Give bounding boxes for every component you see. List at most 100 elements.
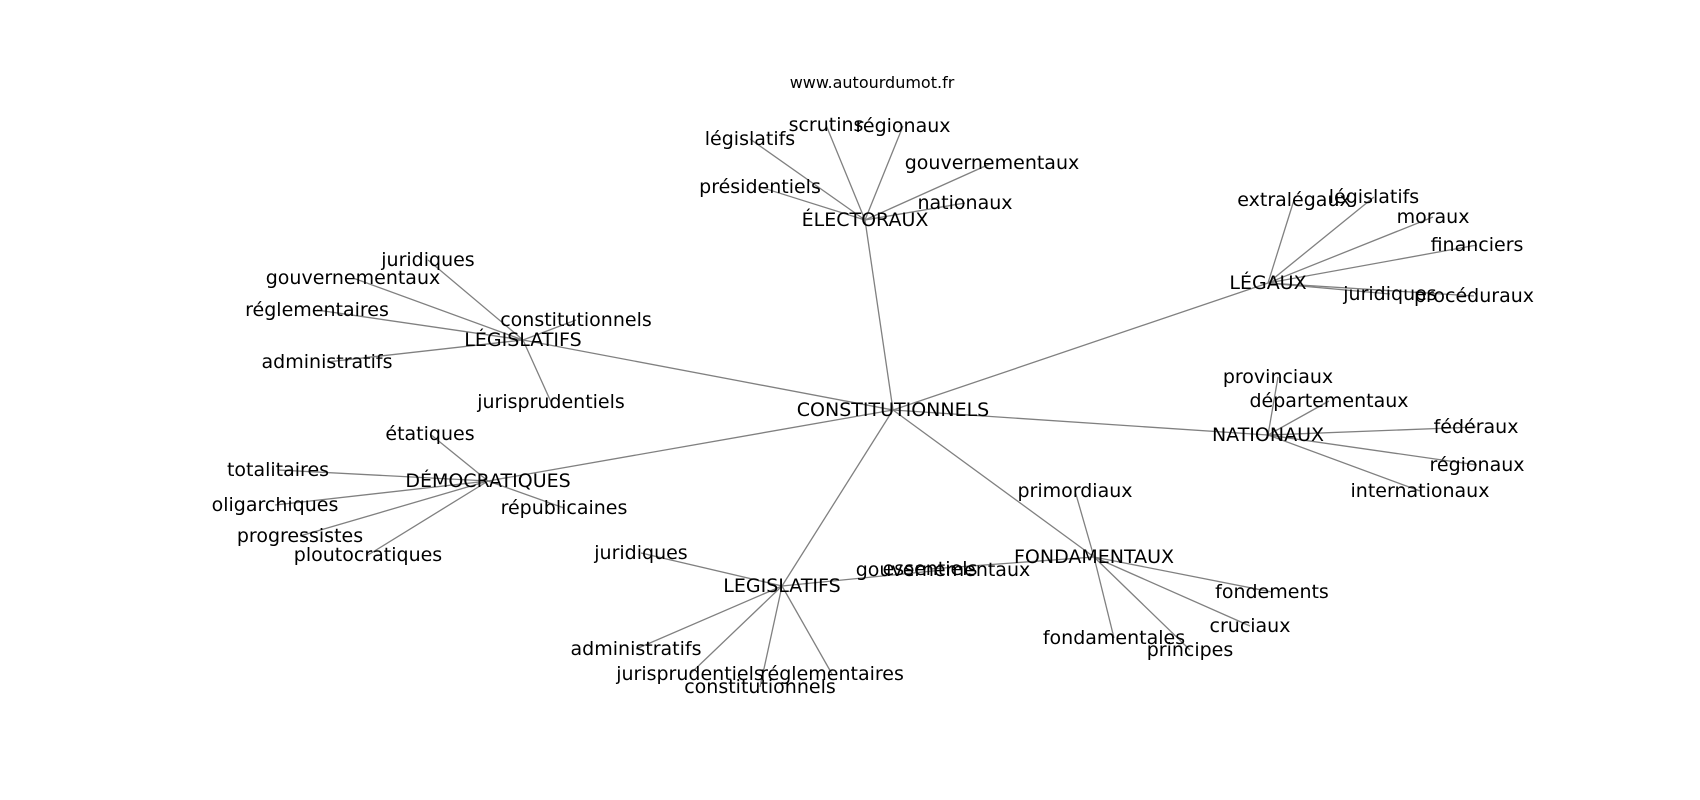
edge-nationaux-0 (1267, 376, 1279, 436)
leaf-node-fondamentaux-3: cruciaux (1210, 615, 1291, 637)
hub-node-legaux: LÉGAUX (1229, 271, 1306, 294)
hub-node-democratiques: DÉMOCRATIQUES (405, 469, 570, 492)
edge-legaux-3 (1267, 244, 1478, 284)
leaf-node-legaux-1: législatifs (1329, 186, 1419, 208)
leaf-node-nationaux-3: régionaux (1429, 454, 1524, 476)
edge-legislatifs-left-2 (316, 309, 524, 341)
leaf-node-legislatifs-left-0: juridiques (380, 249, 474, 271)
leaf-node-legislatifs-bottom-1: gouvernementaux (856, 559, 1031, 581)
leaf-node-legislatifs-bottom-5: constitutionnels (684, 676, 836, 698)
leaf-node-nationaux-0: provinciaux (1223, 366, 1333, 388)
leaf-node-legaux-2: moraux (1397, 206, 1470, 228)
edge-electoraux-3 (864, 162, 993, 221)
leaf-node-electoraux-5: nationaux (917, 192, 1012, 214)
leaf-node-nationaux-2: fédéraux (1434, 416, 1519, 438)
edge-electoraux-5 (864, 202, 966, 221)
edge-fondamentaux-3 (1093, 556, 1251, 627)
edge-legislatifs-bottom-3 (689, 585, 783, 675)
leaf-node-nationaux-1: départementaux (1249, 390, 1408, 412)
edge-legaux-0 (1267, 199, 1295, 284)
leaf-node-fondamentaux-5: principes (1147, 639, 1234, 661)
edge-democratiques-4 (299, 480, 489, 537)
edge-democratiques-5 (367, 480, 489, 556)
edge-electoraux-4 (759, 186, 866, 221)
edge-legaux-5 (1267, 282, 1475, 297)
leaf-node-legislatifs-bottom-0: juridiques (593, 542, 687, 564)
hub-node-nationaux: NATIONAUX (1212, 424, 1324, 446)
leaf-node-legislatifs-bottom-3: jurisprudentiels (615, 663, 764, 685)
edge-fondamentaux-4 (1093, 556, 1115, 639)
edge-center-democratiques (487, 409, 894, 482)
edge-legislatifs-left-3 (522, 319, 577, 341)
graph-edges (274, 124, 1478, 688)
leaf-node-fondamentaux-4: fondamentales (1043, 627, 1185, 649)
hub-node-legislatifs-bottom: LEGISLATIFS (723, 575, 840, 597)
leaf-node-electoraux-2: législatifs (705, 128, 795, 150)
edge-fondamentaux-0 (1074, 490, 1095, 558)
hub-node-legislatifs-left: LÉGISLATIFS (464, 328, 581, 351)
leaf-node-legislatifs-left-1: gouvernementaux (266, 267, 441, 289)
leaf-node-democratiques-2: oligarchiques (212, 494, 339, 516)
edge-center-legislatifs-bottom (781, 409, 894, 587)
edge-legislatifs-bottom-0 (640, 552, 783, 587)
edge-democratiques-1 (277, 469, 489, 482)
edge-nationaux-2 (1267, 426, 1477, 436)
hub-node-electoraux: ÉLECTORAUX (802, 208, 929, 231)
hub-node-fondamentaux: FONDAMENTAUX (1014, 546, 1174, 568)
leaf-node-democratiques-4: progressistes (237, 525, 363, 547)
edge-legislatifs-bottom-1 (781, 569, 944, 587)
graph-labels: scrutinsrégionauxlégislatifsgouvernement… (212, 114, 1534, 698)
edge-legislatifs-left-1 (352, 277, 524, 341)
leaf-node-legislatifs-bottom-2: administratifs (571, 638, 702, 660)
edge-center-nationaux (892, 409, 1269, 436)
leaf-node-legaux-0: extralégaux (1237, 189, 1350, 211)
leaf-node-nationaux-4: internationaux (1351, 480, 1490, 502)
leaf-node-legislatifs-left-3: constitutionnels (500, 309, 652, 331)
leaf-node-electoraux-1: régionaux (855, 115, 950, 137)
edge-legislatifs-bottom-2 (635, 585, 783, 650)
watermark: www.autourdumot.fr (790, 73, 955, 92)
edge-nationaux-4 (1267, 434, 1421, 492)
edge-center-legaux (892, 282, 1269, 411)
leaf-node-fondamentaux-0: primordiaux (1017, 480, 1132, 502)
edge-nationaux-3 (1267, 434, 1478, 466)
leaf-node-democratiques-0: étatiques (385, 423, 474, 445)
leaf-node-legaux-4: juridiques (1342, 283, 1436, 305)
edge-legislatifs-left-4 (326, 339, 524, 363)
edge-legaux-1 (1267, 196, 1375, 284)
edge-nationaux-1 (1267, 400, 1330, 436)
edge-center-electoraux (864, 219, 894, 411)
leaf-node-electoraux-0: scrutins (789, 114, 864, 136)
leaf-node-legislatifs-left-5: jurisprudentiels (476, 391, 625, 413)
edge-center-legislatifs-left (522, 339, 894, 411)
leaf-node-legislatifs-left-2: réglementaires (245, 299, 389, 321)
edge-center-fondamentaux (892, 409, 1095, 558)
leaf-node-electoraux-4: présidentiels (699, 176, 821, 198)
leaf-node-legaux-5: procéduraux (1414, 285, 1534, 307)
edge-fondamentaux-2 (1093, 556, 1273, 593)
edge-legislatifs-left-0 (427, 259, 524, 341)
edge-legaux-2 (1267, 216, 1434, 284)
edge-legislatifs-bottom-5 (759, 585, 783, 688)
edge-electoraux-0 (825, 124, 866, 221)
leaf-node-fondamentaux-1: essentiels (883, 558, 978, 580)
leaf-node-democratiques-3: républicaines (501, 497, 628, 519)
edge-fondamentaux-5 (1093, 556, 1191, 651)
leaf-node-legislatifs-left-4: administratifs (262, 351, 393, 373)
leaf-node-legislatifs-bottom-4: réglementaires (760, 663, 904, 685)
edge-electoraux-1 (864, 125, 904, 221)
leaf-node-democratiques-5: ploutocratiques (294, 544, 442, 566)
leaf-node-fondamentaux-2: fondements (1215, 581, 1329, 603)
edge-democratiques-2 (274, 480, 489, 506)
leaf-node-electoraux-3: gouvernementaux (905, 152, 1080, 174)
edge-legislatifs-bottom-4 (781, 585, 833, 675)
leaf-node-legaux-3: financiers (1431, 234, 1524, 256)
edge-democratiques-0 (429, 433, 489, 482)
edge-legislatifs-left-5 (522, 339, 552, 403)
edge-democratiques-3 (487, 480, 565, 509)
center-node: CONSTITUTIONNELS (797, 399, 989, 421)
edge-electoraux-2 (749, 138, 866, 221)
leaf-node-democratiques-1: totalitaires (227, 459, 329, 481)
edge-fondamentaux-1 (929, 556, 1095, 570)
